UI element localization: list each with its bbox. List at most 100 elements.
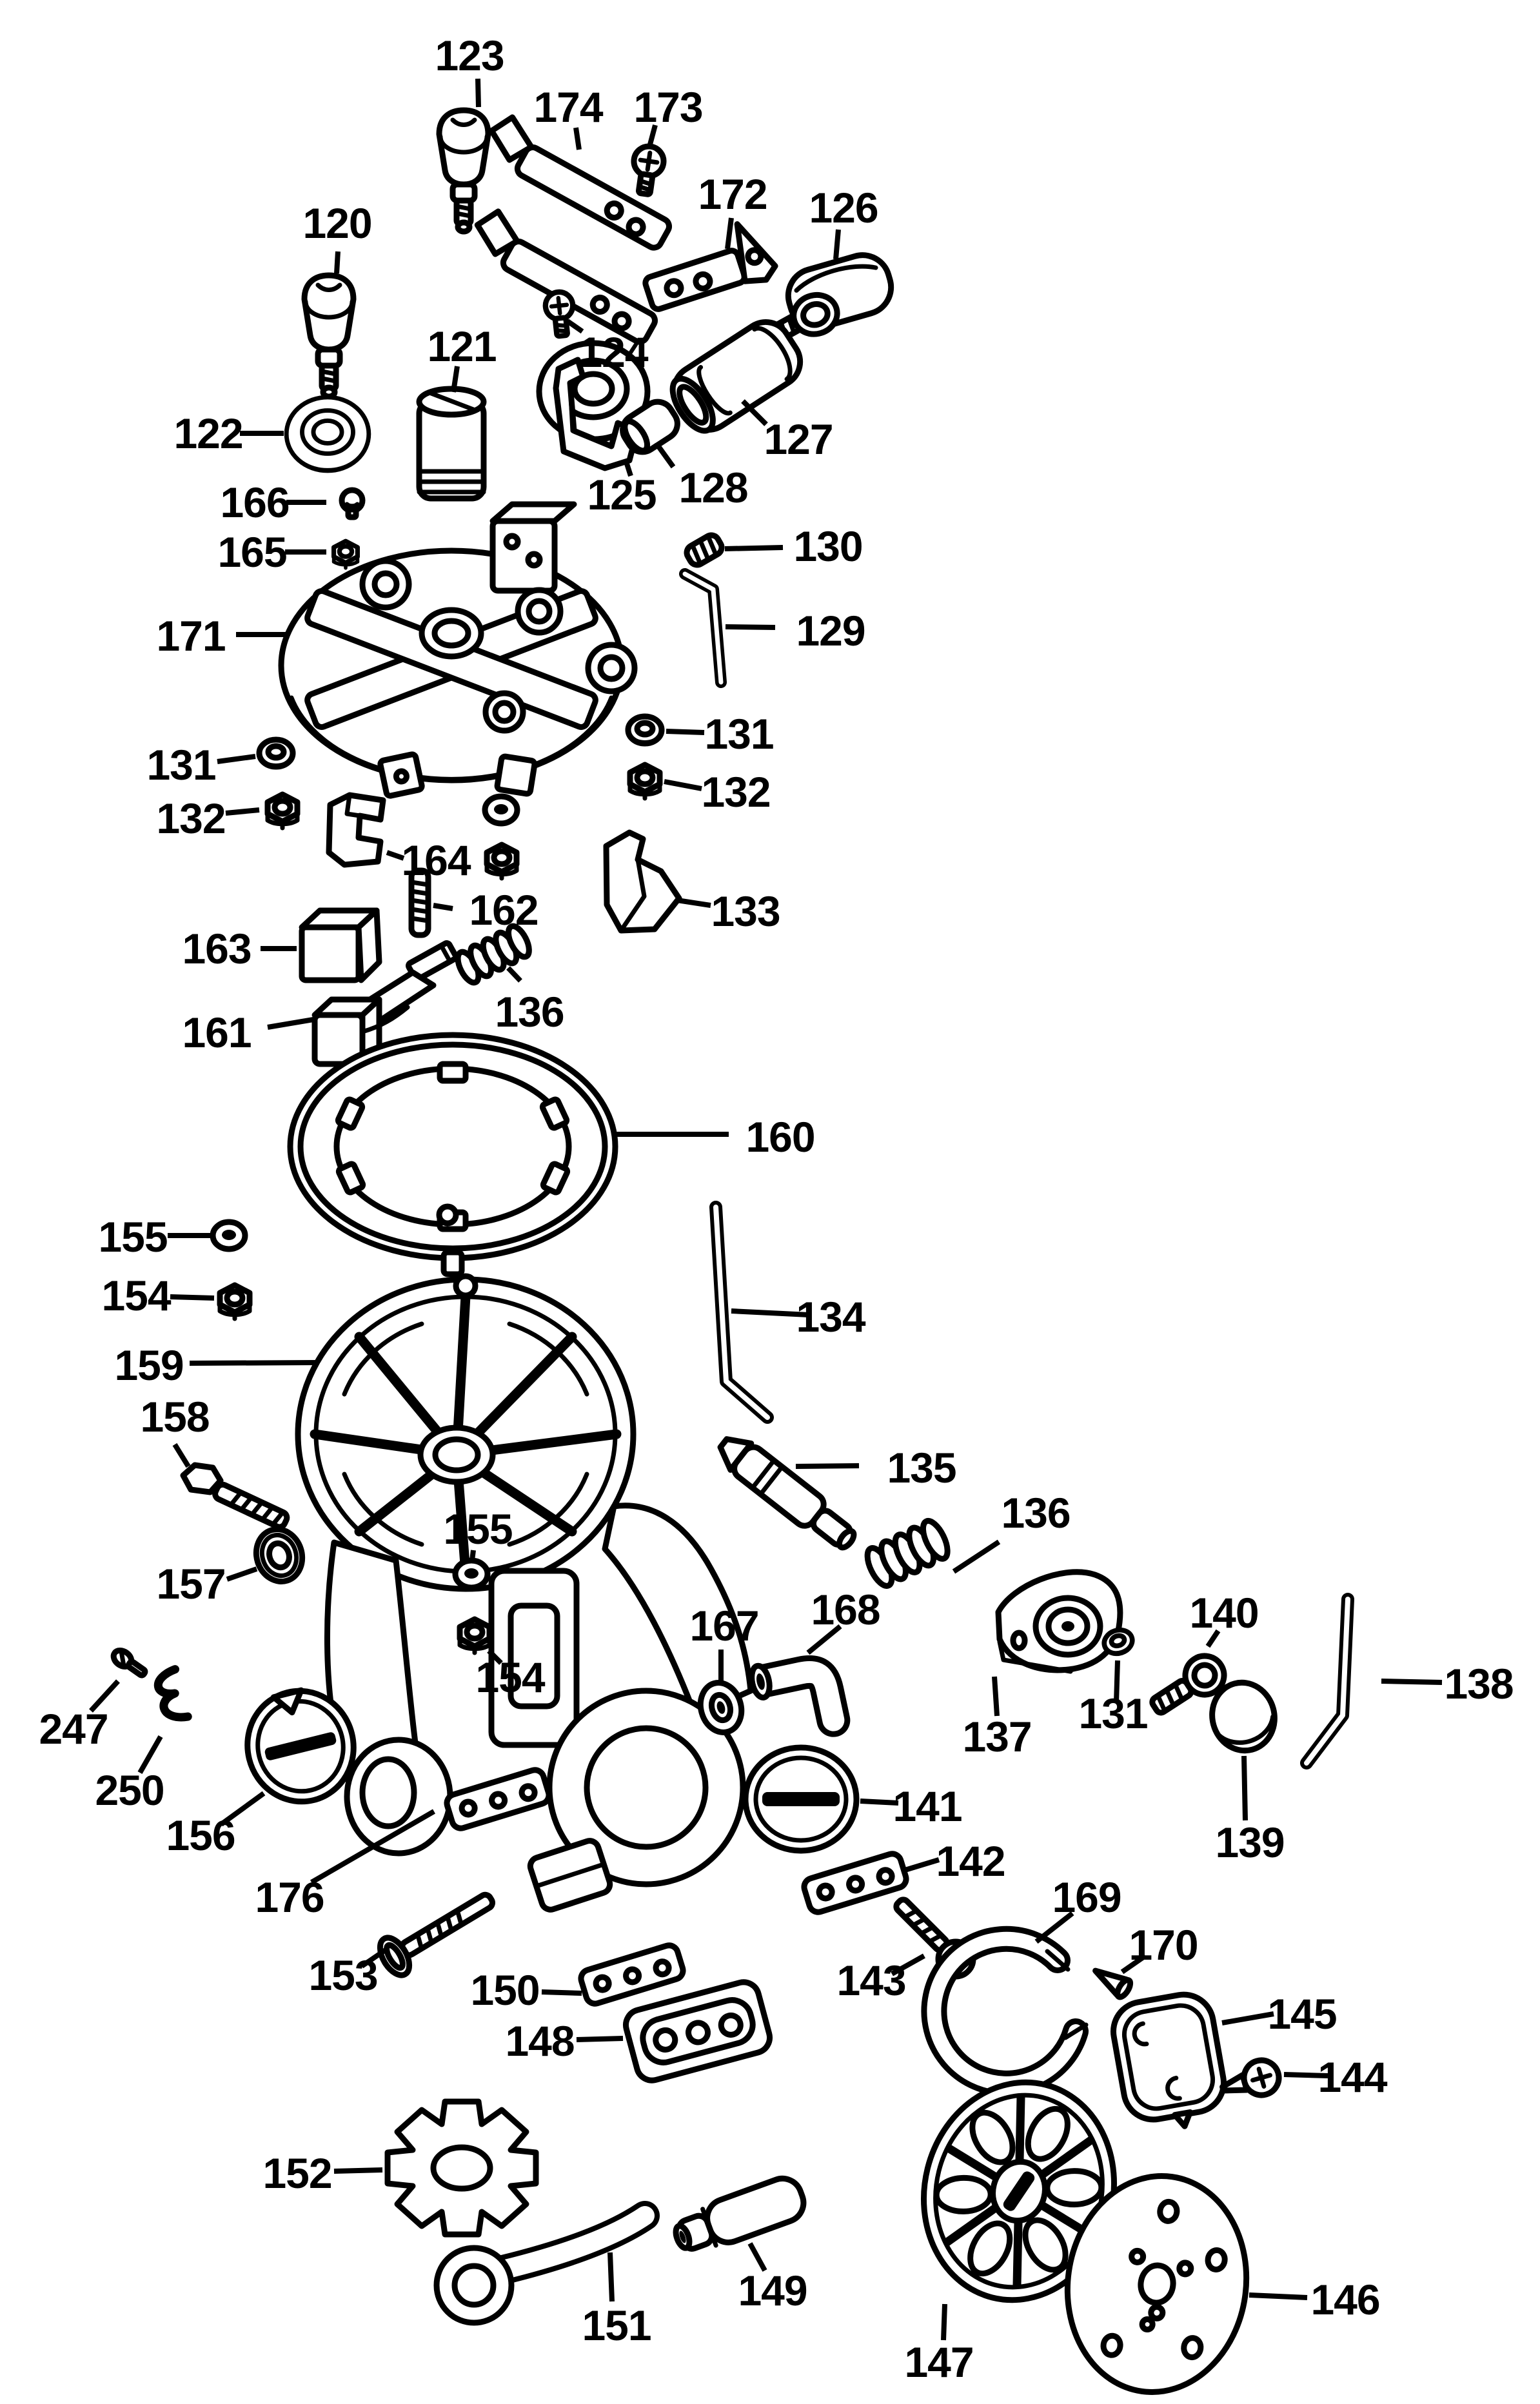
part-label-157: 157 (156, 1560, 226, 1608)
part-label-124: 124 (578, 328, 648, 376)
leader-line-153 (360, 1947, 388, 1969)
part-label-136: 136 (1001, 1489, 1071, 1537)
part-label-148: 148 (505, 2017, 575, 2065)
leader-line-150 (541, 1989, 582, 1996)
part-121 (416, 386, 487, 502)
part-149 (673, 2175, 807, 2252)
part-label-171: 171 (156, 612, 226, 660)
part-label-141: 141 (893, 1782, 962, 1830)
leader-line-169 (1034, 1911, 1074, 1944)
part-label-140: 140 (1189, 1589, 1259, 1637)
part-label-131: 131 (146, 741, 216, 789)
part-label-166: 166 (220, 478, 290, 526)
part-label-247: 247 (39, 1705, 108, 1753)
part-145 (1110, 1991, 1227, 2129)
part-151 (433, 2201, 660, 2326)
part-label-132: 132 (156, 794, 226, 842)
leader-line-149 (747, 2242, 767, 2272)
part-label-128: 128 (678, 464, 748, 511)
leader-line-170 (1120, 1953, 1147, 1975)
part-label-155: 155 (98, 1213, 168, 1261)
part-137 (995, 1569, 1123, 1674)
leader-line-131 (1114, 1660, 1120, 1703)
part-136-bottom (864, 1518, 951, 1589)
leader-line-133 (676, 898, 711, 908)
part-label-176: 176 (255, 1873, 324, 1921)
part-126 (766, 252, 894, 345)
leader-line-158 (172, 1443, 191, 1468)
part-label-150: 150 (470, 1966, 540, 2014)
part-129 (679, 568, 727, 688)
part-label-170: 170 (1129, 1921, 1198, 1969)
leader-line-144 (1283, 2072, 1328, 2078)
leader-line-168 (806, 1624, 842, 1655)
part-label-122: 122 (173, 409, 243, 457)
leader-line-154 (170, 1294, 215, 1301)
part-label-120: 120 (302, 199, 372, 247)
part-148 (623, 1979, 773, 2084)
leader-line-128 (654, 442, 676, 469)
part-label-173: 173 (633, 83, 703, 131)
part-label-144: 144 (1318, 2053, 1387, 2101)
part-label-167: 167 (689, 1602, 759, 1650)
part-162 (408, 867, 431, 938)
part-label-159: 159 (114, 1341, 184, 1389)
part-label-142: 142 (936, 1837, 1005, 1885)
part-139 (1209, 1679, 1278, 1754)
part-label-153: 153 (308, 1951, 378, 1999)
part-144 (1219, 2057, 1282, 2098)
part-label-154: 154 (101, 1272, 171, 1319)
part-157 (253, 1526, 306, 1584)
part-125 (553, 357, 640, 471)
leader-line-143 (891, 1953, 925, 1976)
part-label-168: 168 (811, 1586, 880, 1633)
part-164 (326, 792, 386, 868)
leader-line-130 (724, 545, 784, 551)
leader-line-148 (576, 2036, 624, 2042)
part-127 (669, 319, 804, 434)
part-label-145: 145 (1267, 1990, 1337, 2038)
part-143 (893, 1897, 976, 1980)
leader-line-162 (433, 903, 453, 911)
leader-line-154 (487, 1649, 503, 1665)
part-label-149: 149 (738, 2267, 807, 2314)
leader-line-156 (219, 1791, 266, 1827)
part-label-133: 133 (711, 887, 780, 935)
part-label-169: 169 (1052, 1873, 1121, 1921)
part-159 (295, 1273, 754, 1913)
leader-line-140 (1205, 1629, 1221, 1648)
part-label-156: 156 (166, 1811, 235, 1859)
leader-line-176 (310, 1809, 436, 1885)
part-label-126: 126 (809, 184, 878, 232)
leader-line-126 (833, 229, 841, 260)
part-136-top (455, 923, 532, 986)
part-label-160: 160 (745, 1113, 815, 1161)
part-label-135: 135 (887, 1444, 956, 1492)
part-label-123: 123 (435, 32, 504, 79)
part-label-131: 131 (704, 710, 774, 758)
part-170 (1092, 1967, 1134, 2000)
leader-line-120 (334, 251, 341, 274)
leader-line-131 (666, 729, 705, 735)
part-146 (1064, 2173, 1250, 2395)
leader-line-132 (225, 807, 260, 816)
part-label-121: 121 (427, 322, 497, 370)
leader-line-146 (1249, 2292, 1308, 2300)
part-label-147: 147 (904, 2338, 974, 2386)
part-160 (287, 1032, 618, 1277)
part-label-152: 152 (262, 2149, 332, 2197)
part-label-138: 138 (1444, 1660, 1514, 1708)
part-169 (921, 1926, 1089, 2096)
part-153 (377, 1891, 495, 1978)
leader-line-123 (475, 78, 481, 108)
leader-line-136 (506, 966, 522, 983)
part-167 (697, 1680, 745, 1735)
leader-line-247 (89, 1679, 120, 1713)
part-label-130: 130 (793, 522, 863, 570)
leader-line-127 (741, 399, 768, 426)
leader-line-173 (647, 124, 658, 146)
part-163 (299, 907, 382, 983)
leader-line-131 (217, 754, 256, 764)
part-140 (1149, 1653, 1227, 1716)
